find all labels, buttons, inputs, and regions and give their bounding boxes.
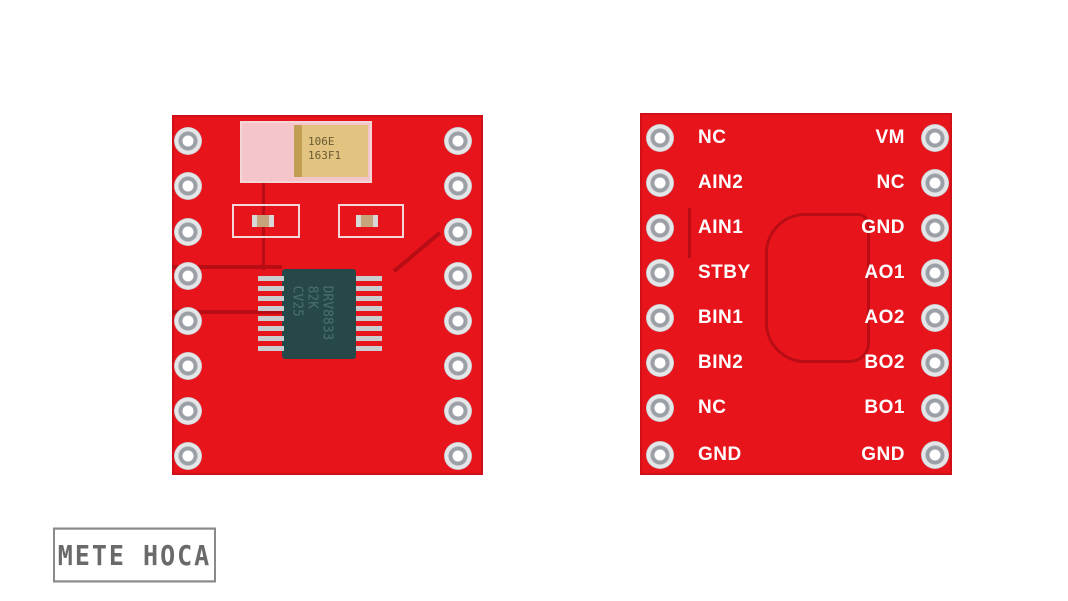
chip-leg [258,286,284,291]
header-pin-hole [174,262,202,290]
header-pin-hole [646,394,674,422]
header-pin-hole [444,172,472,200]
header-pin-hole [921,394,949,422]
chip-leg [258,326,284,331]
trace [172,310,282,314]
pin-label: AO2 [864,307,905,328]
header-pin-hole [444,218,472,246]
pin-label: BIN2 [698,352,744,373]
header-pin-hole [174,172,202,200]
trace [172,265,282,269]
header-pin-hole [444,442,472,470]
header-pin-hole [646,169,674,197]
header-pin-hole [444,397,472,425]
header-pin-hole [174,218,202,246]
header-pin-hole [646,124,674,152]
header-pin-hole [921,349,949,377]
header-pin-hole [921,214,949,242]
back-pcb-board [640,113,952,475]
header-pin-hole [646,259,674,287]
resistor-outline [338,204,404,238]
pin-label: NC [698,397,727,418]
pin-label: NC [698,127,727,148]
header-pin-hole [646,214,674,242]
chip-leg [356,336,382,341]
pin-label: BO1 [864,397,905,418]
header-pin-hole [174,127,202,155]
header-pin-hole [646,304,674,332]
trace [688,208,691,258]
header-pin-hole [921,259,949,287]
header-pin-hole [444,352,472,380]
header-pin-hole [174,352,202,380]
pin-label: GND [861,217,905,238]
watermark-logo: METE HOCA [53,527,216,583]
chip-leg [258,276,284,281]
resistor [356,215,378,227]
chip-leg [356,346,382,351]
capacitor-marking: 163F1 [308,149,342,162]
pin-label: AIN2 [698,172,744,193]
header-pin-hole [174,397,202,425]
chip-leg [258,296,284,301]
chip-leg [258,336,284,341]
pin-label: GND [861,444,905,465]
header-pin-hole [646,441,674,469]
header-pin-hole [444,262,472,290]
header-pin-hole [921,124,949,152]
tantalum-capacitor: 106E 163F1 [294,125,368,177]
capacitor-marking: 106E [308,135,335,148]
pin-label: VM [875,127,905,148]
chip-leg [258,306,284,311]
pin-label: NC [876,172,905,193]
chip-leg [356,316,382,321]
pin-label: STBY [698,262,751,283]
pin-label: AO1 [864,262,905,283]
header-pin-hole [174,307,202,335]
header-pin-hole [444,307,472,335]
chip-leg [356,326,382,331]
header-pin-hole [646,349,674,377]
pin-label: BIN1 [698,307,744,328]
header-pin-hole [921,304,949,332]
chip-leg [356,306,382,311]
chip-leg [356,286,382,291]
resistor-outline [232,204,300,238]
resistor [252,215,274,227]
pin-label: AIN1 [698,217,744,238]
trace [765,213,870,363]
chip-leg [258,316,284,321]
header-pin-hole [921,441,949,469]
pin-label: GND [698,444,742,465]
pin-label: BO2 [864,352,905,373]
header-pin-hole [921,169,949,197]
chip-leg [258,346,284,351]
chip-leg [356,276,382,281]
chip-leg [356,296,382,301]
header-pin-hole [174,442,202,470]
header-pin-hole [444,127,472,155]
